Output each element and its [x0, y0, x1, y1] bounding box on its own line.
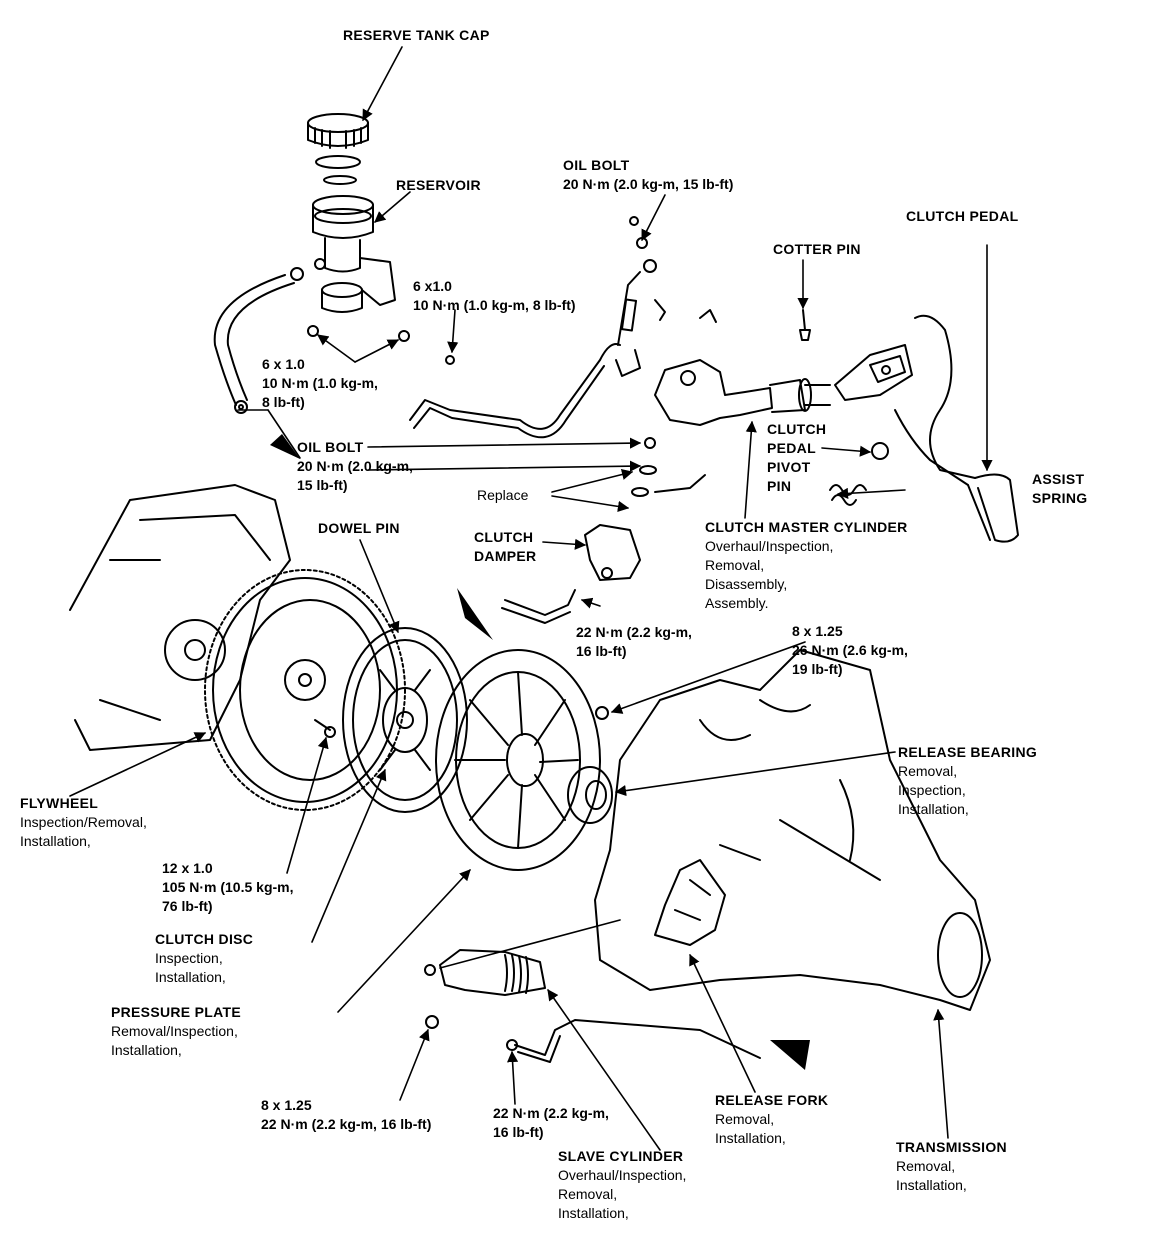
seal-rings-part	[315, 155, 361, 185]
direction-arrows	[270, 434, 810, 1070]
reservoir-hose-part	[213, 274, 295, 414]
clutch-pedal-label: CLUTCH PEDAL	[906, 208, 1019, 224]
flywheel-bolt-part	[314, 719, 336, 738]
slave-bolt-label: 8 x 1.25 22 N·m (2.2 kg-m, 16 lb-ft)	[261, 1097, 432, 1132]
clutch-pedal-pivot-pin-label: CLUTCH PEDAL PIVOT PIN	[767, 421, 827, 494]
pressure-plate-part	[435, 649, 601, 871]
dowel-pin-label: DOWEL PIN	[318, 520, 400, 536]
clutch-master-cylinder-part	[654, 299, 831, 426]
reservoir-label: RESERVOIR	[396, 177, 481, 193]
engine-block-part	[69, 484, 291, 751]
clutch-pedal-part	[799, 309, 1019, 543]
release-bearing-label: RELEASE BEARING Removal, Inspection, Ins…	[898, 744, 1038, 817]
transmission-label: TRANSMISSION Removal, Installation,	[896, 1139, 1007, 1193]
transmission-part	[594, 649, 991, 1011]
clutch-disc-part	[342, 627, 468, 813]
clutch-damper-part	[501, 524, 641, 624]
release-bearing-part	[567, 766, 613, 824]
clutch-master-cylinder-label: CLUTCH MASTER CYLINDER Overhaul/Inspecti…	[705, 519, 908, 611]
flywheel-label: FLYWHEEL Inspection/Removal, Installatio…	[20, 795, 147, 849]
cotter-pin-label: COTTER PIN	[773, 241, 861, 257]
assist-spring-label: ASSIST SPRING	[1032, 471, 1088, 506]
assist-spring-part	[829, 484, 867, 506]
pressure-plate-bolt-part	[595, 706, 609, 720]
bracket-bolt-label: 6 x1.0 10 N·m (1.0 kg-m, 8 lb-ft)	[413, 278, 576, 313]
leader-lines	[69, 46, 993, 1151]
flywheel-bolt-label: 12 x 1.0 105 N·m (10.5 kg-m, 76 lb-ft)	[162, 860, 294, 914]
reserve-tank-cap-part	[307, 113, 369, 149]
release-fork-label: RELEASE FORK Removal, Installation,	[715, 1092, 829, 1146]
reserve-tank-cap-label: RESERVE TANK CAP	[343, 27, 490, 43]
replace-label: Replace	[477, 487, 529, 503]
bracket-bolts-part	[307, 325, 455, 365]
pressure-plate-bolt-label: 8 x 1.25 26 N·m (2.6 kg-m, 19 lb-ft)	[792, 623, 908, 677]
reservoir-bolt-label: 6 x 1.0 10 N·m (1.0 kg-m, 8 lb-ft)	[262, 356, 378, 410]
clutch-damper-label: CLUTCH DAMPER	[474, 529, 537, 564]
damper-torque-label: 22 N·m (2.2 kg-m, 16 lb-ft)	[576, 624, 692, 659]
oil-bolt-mid-label: OIL BOLT 20 N·m (2.0 kg-m, 15 lb-ft)	[297, 439, 413, 493]
fluid-line-part	[409, 216, 657, 439]
oil-bolt-washers-part	[631, 437, 706, 497]
slave-cylinder-label: SLAVE CYLINDER Overhaul/Inspection, Remo…	[558, 1148, 687, 1221]
oil-bolt-top-label: OIL BOLT 20 N·m (2.0 kg-m, 15 lb-ft)	[563, 157, 734, 192]
slave-line-torque-label: 22 N·m (2.2 kg-m, 16 lb-ft)	[493, 1105, 609, 1140]
release-fork-part	[654, 844, 761, 946]
slave-cylinder-part	[424, 949, 761, 1063]
reservoir-part	[290, 195, 396, 313]
pressure-plate-label: PRESSURE PLATE Removal/Inspection, Insta…	[111, 1004, 241, 1058]
clutch-disc-label: CLUTCH DISC Inspection, Installation,	[155, 931, 254, 985]
